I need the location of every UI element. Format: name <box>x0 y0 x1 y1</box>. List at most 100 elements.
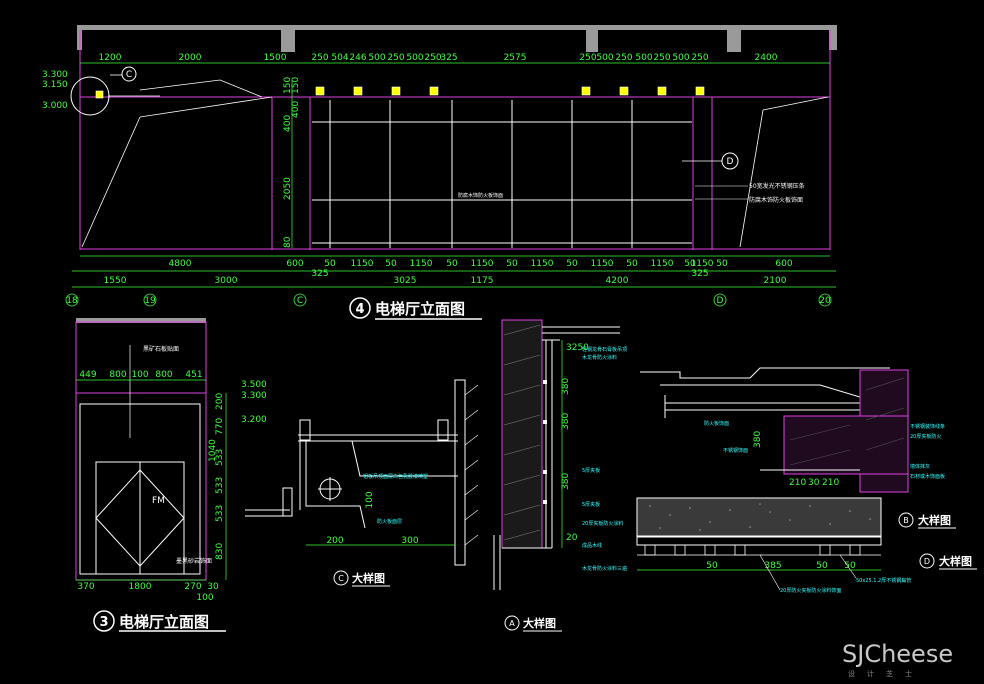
svg-text:1150: 1150 <box>591 259 614 269</box>
svg-text:2575: 2575 <box>504 53 527 63</box>
elevation-4-title: 电梯厅立面图 <box>375 300 465 318</box>
detail-d-note: 50x25.1.2厚不锈钢扁管 <box>856 577 911 584</box>
callout-label-c: C <box>126 70 132 80</box>
detail-b-label-circle <box>898 512 914 528</box>
detail-d-layer <box>636 536 882 546</box>
grid-labels: 18 19 C D 20 <box>66 296 831 306</box>
svg-text:150: 150 <box>291 77 301 94</box>
ceiling-stub <box>727 28 741 52</box>
detail-d-stone <box>636 497 882 537</box>
svg-text:380: 380 <box>753 431 763 448</box>
elevation-3: FM 黑矿石板贴面 墨黑砂岩饰面 449 800 100 800 451 370… <box>75 318 267 632</box>
detail-b-slab <box>783 415 909 475</box>
svg-text:1150: 1150 <box>531 259 554 269</box>
svg-text:3025: 3025 <box>394 276 417 286</box>
detail-a-bolts <box>543 380 547 504</box>
svg-text:50: 50 <box>324 259 336 269</box>
svg-text:500: 500 <box>368 53 385 63</box>
svg-text:50: 50 <box>716 259 728 269</box>
detail-a-label: A <box>509 619 515 628</box>
svg-text:1150: 1150 <box>651 259 674 269</box>
panel-grid <box>312 100 692 248</box>
svg-text:3000: 3000 <box>215 276 238 286</box>
svg-text:1550: 1550 <box>104 276 127 286</box>
svg-text:533: 533 <box>215 505 225 522</box>
svg-text:246: 246 <box>349 53 366 63</box>
svg-text:2000: 2000 <box>179 53 202 63</box>
svg-text:2100: 2100 <box>764 276 787 286</box>
detail-c-title: 大样图 <box>352 571 385 585</box>
detail-c-callout-circle <box>70 76 110 116</box>
svg-text:19: 19 <box>144 296 156 306</box>
detail-d: 50 385 50 50 20厚防火夹板防火涂料饰面 50x25.1.2厚不锈钢… <box>636 497 977 594</box>
elevation-4: C D 50宽发光不锈钢压条 防腐木饰防火板饰面 防腐木饰防火板饰面 1200 … <box>42 25 837 320</box>
svg-text:成品木线: 成品木线 <box>582 542 602 549</box>
svg-text:150: 150 <box>283 77 293 94</box>
door-label: FM <box>152 496 165 506</box>
watermark-brand: SJCheese <box>842 640 953 668</box>
detail-a: 3250 380 380 380 20 轻钢龙骨石膏板吊顶 木龙骨防火涂料 5厚… <box>493 319 627 632</box>
grid-bubbles <box>65 293 832 307</box>
detail-d-blocks <box>637 544 881 556</box>
svg-text:325: 325 <box>691 269 708 279</box>
svg-text:449: 449 <box>79 370 96 380</box>
svg-text:3.200: 3.200 <box>241 415 267 425</box>
svg-text:1150: 1150 <box>691 259 714 269</box>
detail-c-note: 防火板面层 <box>377 518 402 525</box>
detail-b-title: 大样图 <box>918 513 951 527</box>
svg-text:50: 50 <box>684 259 696 269</box>
left-dims-top: 449 800 100 800 451 <box>79 370 202 380</box>
svg-text:50: 50 <box>506 259 518 269</box>
detail-a-lines <box>493 326 620 590</box>
callout-bubble-c <box>121 66 137 82</box>
wall-outline <box>79 96 831 250</box>
svg-text:770: 770 <box>215 418 225 435</box>
svg-text:20: 20 <box>819 296 831 306</box>
svg-text:D: D <box>717 296 724 306</box>
svg-text:18: 18 <box>66 296 78 306</box>
svg-text:3250: 3250 <box>566 343 589 353</box>
detail-a-label-circle <box>504 615 520 631</box>
svg-text:250: 250 <box>579 53 596 63</box>
vert-dims: 150 150 400 400 2050 80 <box>283 77 301 248</box>
callout-label-d: D <box>727 157 734 167</box>
detail-b-notes: 防火板饰面 不锈钢饰面 不锈钢装饰线条 20厚夹板防火 墙体抹灰 石材或木饰面板 <box>704 420 945 480</box>
svg-text:504: 504 <box>331 53 348 63</box>
svg-text:C: C <box>297 296 303 306</box>
top-dims: 1200 2000 1500 250 504 246 500 250 500 2… <box>99 53 778 63</box>
svg-text:3.300: 3.300 <box>241 391 267 401</box>
svg-text:3.300: 3.300 <box>42 70 68 80</box>
svg-text:50: 50 <box>446 259 458 269</box>
svg-text:1200: 1200 <box>99 53 122 63</box>
svg-text:380: 380 <box>561 378 571 395</box>
svg-text:250: 250 <box>653 53 670 63</box>
leader-line <box>839 554 857 579</box>
callout-bubble-d <box>721 152 739 170</box>
bottom-dims-row2: 1550 3000 325 3025 1175 4200 325 2100 <box>104 269 787 286</box>
svg-text:1175: 1175 <box>471 276 494 286</box>
ceiling-stub-right <box>829 28 837 50</box>
left-vert-dims: 200 770 1040 533 533 533 830 <box>208 393 225 560</box>
side-note: 墨黑砂岩饰面 <box>176 557 212 565</box>
annotation-panel: 防腐木饰防火板饰面 <box>749 196 803 204</box>
light-fixtures <box>95 86 705 99</box>
svg-text:800: 800 <box>109 370 126 380</box>
title-number-circle <box>349 297 371 319</box>
svg-text:210: 210 <box>822 478 839 488</box>
top-note: 黑矿石板贴面 <box>143 345 179 353</box>
svg-text:380: 380 <box>561 413 571 430</box>
svg-text:20厚夹板防火: 20厚夹板防火 <box>910 433 941 440</box>
svg-text:木龙骨防火涂料三遍: 木龙骨防火涂料三遍 <box>582 565 627 572</box>
svg-text:500: 500 <box>672 53 689 63</box>
svg-text:500: 500 <box>596 53 613 63</box>
svg-text:石材或木饰面板: 石材或木饰面板 <box>910 473 945 480</box>
detail-a-title: 大样图 <box>523 616 556 630</box>
title-number: 3 <box>99 615 108 630</box>
detail-c-hatch <box>464 384 479 546</box>
svg-text:600: 600 <box>286 259 303 269</box>
svg-text:500: 500 <box>635 53 652 63</box>
annotation-strip: 50宽发光不锈钢压条 <box>749 182 805 190</box>
title-number: 4 <box>355 302 364 317</box>
detail-b-lines <box>640 367 890 418</box>
